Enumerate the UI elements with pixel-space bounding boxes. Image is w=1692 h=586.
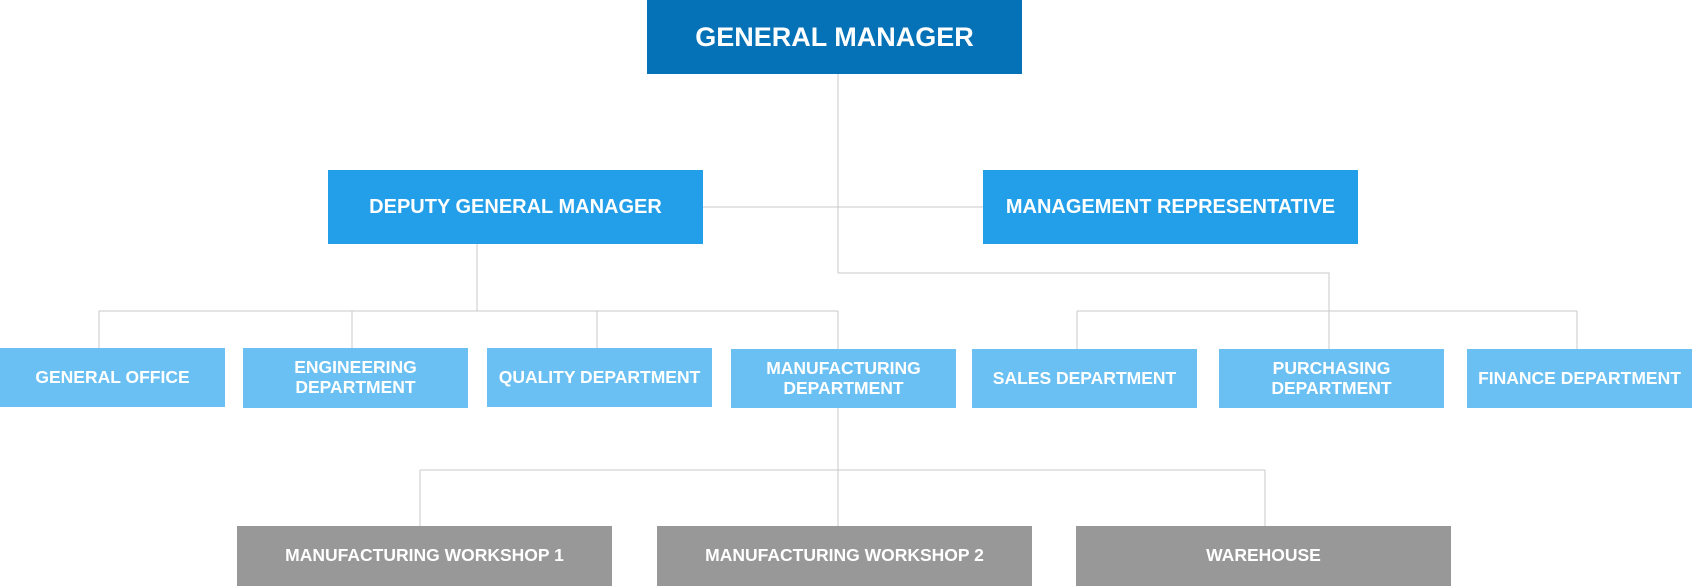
node-general-manager: GENERAL MANAGER: [647, 0, 1022, 74]
node-label: MANUFACTURING WORKSHOP 1: [285, 545, 564, 566]
node-deputy-general-manager: DEPUTY GENERAL MANAGER: [328, 170, 703, 244]
node-purchasing-department: PURCHASING DEPARTMENT: [1219, 349, 1444, 408]
node-label: FINANCE DEPARTMENT: [1478, 367, 1681, 388]
connector-gm-right-group: [838, 272, 1330, 311]
node-label: SALES DEPARTMENT: [992, 367, 1177, 388]
node-label: MANAGEMENT REPRESENTATIVE: [1005, 195, 1336, 218]
node-quality-department: QUALITY DEPARTMENT: [487, 348, 712, 407]
node-sales-department: SALES DEPARTMENT: [972, 349, 1197, 408]
node-label: DEPUTY GENERAL MANAGER: [369, 195, 662, 218]
node-label: MANUFACTURING DEPARTMENT: [766, 357, 921, 398]
node-label: QUALITY DEPARTMENT: [498, 366, 701, 387]
node-management-representative: MANAGEMENT REPRESENTATIVE: [983, 170, 1358, 244]
node-label: GENERAL OFFICE: [35, 366, 190, 387]
node-manufacturing-workshop-1: MANUFACTURING WORKSHOP 1: [237, 526, 612, 586]
node-manufacturing-department: MANUFACTURING DEPARTMENT: [731, 349, 956, 408]
node-label: WAREHOUSE: [1206, 545, 1321, 566]
node-label: MANUFACTURING WORKSHOP 2: [705, 545, 984, 566]
node-finance-department: FINANCE DEPARTMENT: [1467, 349, 1692, 408]
node-manufacturing-workshop-2: MANUFACTURING WORKSHOP 2: [657, 526, 1032, 586]
node-label: PURCHASING DEPARTMENT: [1271, 357, 1392, 398]
node-general-office: GENERAL OFFICE: [0, 348, 225, 407]
node-label: ENGINEERING DEPARTMENT: [294, 357, 417, 397]
node-engineering-department: ENGINEERING DEPARTMENT: [243, 348, 468, 408]
node-label: GENERAL MANAGER: [695, 21, 974, 52]
node-warehouse: WAREHOUSE: [1076, 526, 1451, 586]
